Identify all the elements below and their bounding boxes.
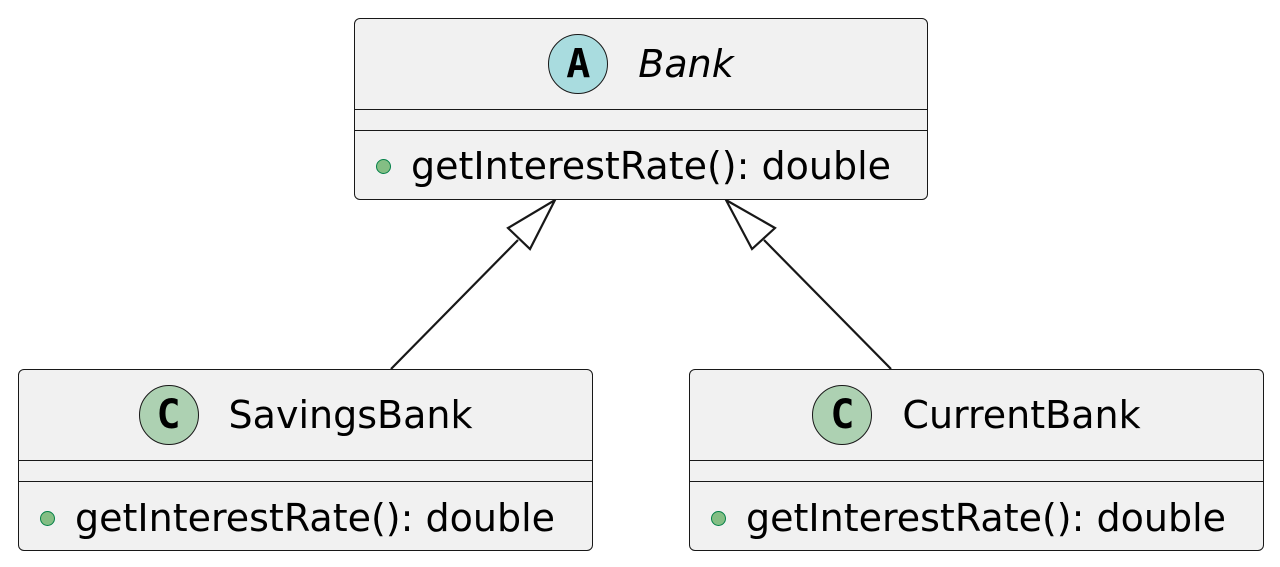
generalization-currentbank-to-bank xyxy=(723,197,892,370)
class-name: CurrentBank xyxy=(902,393,1141,437)
class-name: SavingsBank xyxy=(228,393,473,437)
attributes-divider xyxy=(690,460,1263,461)
attributes-divider xyxy=(19,460,592,461)
class-header: C SavingsBank xyxy=(19,370,592,460)
class-header: A Bank xyxy=(355,19,927,109)
class-savingsbank[interactable]: C SavingsBank getInterestRate(): double xyxy=(18,369,593,551)
method-signature: getInterestRate(): double xyxy=(75,496,556,540)
methods-divider xyxy=(19,481,592,482)
method-row: getInterestRate(): double xyxy=(19,495,592,541)
public-visibility-icon xyxy=(376,158,391,174)
public-visibility-icon xyxy=(711,510,726,526)
methods-divider xyxy=(690,481,1263,482)
abstract-class-icon: A xyxy=(548,34,609,94)
inheritance-arrowhead xyxy=(506,197,558,251)
method-row: getInterestRate(): double xyxy=(690,495,1263,541)
inheritance-line xyxy=(390,239,519,370)
class-currentbank[interactable]: C CurrentBank getInterestRate(): double xyxy=(689,369,1264,551)
class-name: Bank xyxy=(638,42,734,86)
method-row: getInterestRate(): double xyxy=(355,143,927,189)
methods-divider xyxy=(355,130,927,131)
class-icon: C xyxy=(138,385,199,445)
method-signature: getInterestRate(): double xyxy=(411,144,892,188)
public-visibility-icon xyxy=(40,510,55,526)
method-signature: getInterestRate(): double xyxy=(746,496,1227,540)
inheritance-line xyxy=(763,239,892,370)
inheritance-arrowhead xyxy=(723,197,777,251)
class-bank[interactable]: A Bank getInterestRate(): double xyxy=(354,18,928,200)
generalization-savingsbank-to-bank xyxy=(390,197,558,370)
attributes-divider xyxy=(355,109,927,110)
class-icon: C xyxy=(812,385,873,445)
class-header: C CurrentBank xyxy=(690,370,1263,460)
